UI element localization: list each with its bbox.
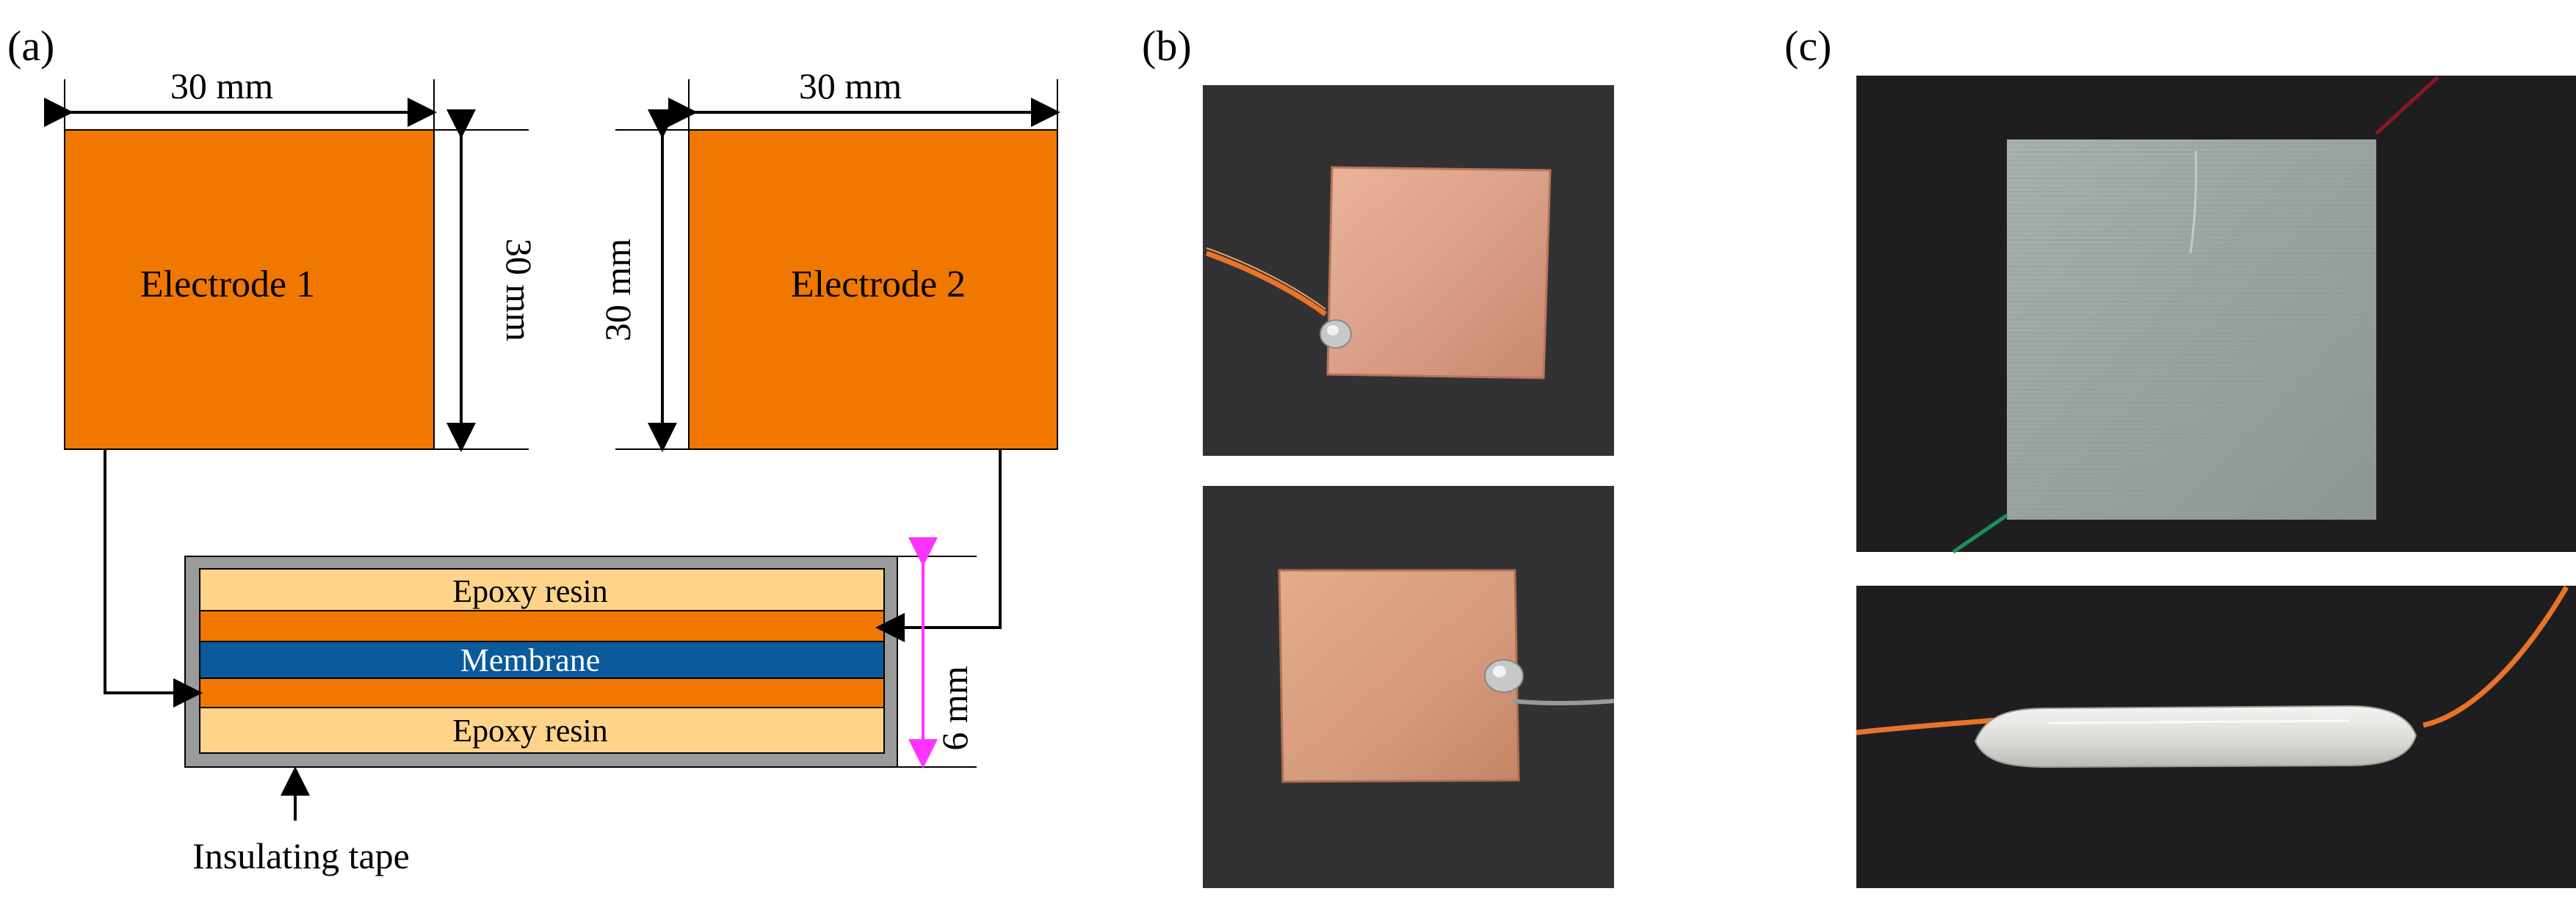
stack-thickness-dimension: 6 mm [897, 537, 977, 768]
photo-c-bottom [1856, 586, 2576, 888]
electrode-1-height-label: 30 mm [499, 239, 540, 341]
electrode-1-width-label: 30 mm [170, 65, 273, 106]
wrapped-tube-sample [1974, 705, 2417, 768]
layer-stack: Epoxy resin Membrane Epoxy resin [184, 556, 898, 768]
electrode-1-label: Electrode 1 [140, 263, 315, 305]
electrode-2-width-dimension: 30 mm [668, 65, 1060, 130]
copper-plate-b-bottom [1278, 569, 1520, 783]
electrode-2-connection [875, 449, 1002, 642]
electrode-2-width-label: 30 mm [799, 65, 902, 106]
stack-thickness-label: 6 mm [934, 666, 975, 750]
electrode-1-plate [64, 129, 435, 450]
epoxy-top-layer [199, 568, 885, 611]
electrode-2-plate [688, 129, 1058, 450]
epoxy-bottom-layer [199, 707, 885, 754]
epoxy-bottom-label: Epoxy resin [452, 713, 607, 749]
electrode-1: Electrode 1 [64, 129, 435, 450]
epoxy-top-label: Epoxy resin [452, 573, 607, 609]
panel-c-label: (c) [1784, 22, 1831, 70]
photo-c-top [1856, 76, 2576, 554]
electrode-2-height-dimension: 30 mm [597, 109, 689, 452]
electrode-2-label: Electrode 2 [791, 263, 966, 305]
electrode-2-height-label: 30 mm [597, 239, 638, 341]
insulating-tape-label: Insulating tape [192, 835, 410, 876]
panel-b-label: (b) [1142, 22, 1192, 70]
electrode-1-height-dimension: 30 mm [434, 109, 540, 452]
electrode-2: Electrode 2 [688, 129, 1058, 450]
photo-b-bottom [1203, 486, 1615, 888]
electrode-bottom-layer [199, 677, 885, 708]
electrode-top-layer [199, 610, 885, 642]
photo-b-top [1203, 85, 1614, 456]
copper-plate-b-top [1326, 166, 1552, 379]
electrode-1-connection [104, 449, 203, 708]
panel-a-label: (a) [7, 22, 54, 70]
electrode-1-width-dimension: 30 mm [44, 65, 437, 130]
membrane-label: Membrane [460, 642, 601, 678]
